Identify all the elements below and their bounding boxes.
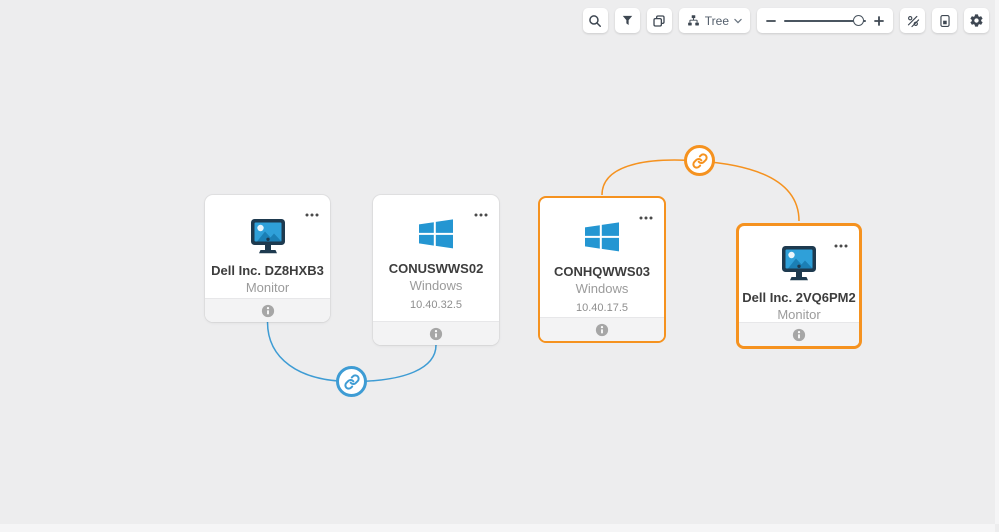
ellipsis-icon (834, 244, 848, 248)
link-badge-blue[interactable] (336, 366, 367, 397)
zoom-slider-knob[interactable] (853, 15, 864, 26)
device-title: Dell Inc. 2VQ6PM2 (742, 290, 856, 305)
zoom-slider-control (757, 8, 893, 33)
card-footer (739, 322, 859, 346)
minimap-button[interactable] (932, 8, 957, 33)
map-toolbar: Tree (582, 8, 989, 33)
device-card-dz8hxb3[interactable]: Dell Inc. DZ8HXB3 Monitor (205, 195, 330, 322)
device-title: Dell Inc. DZ8HXB3 (211, 263, 324, 278)
info-icon (261, 304, 274, 317)
card-body: CONUSWWS02 Windows 10.40.32.5 (373, 195, 499, 312)
zoom-slider-track[interactable] (784, 15, 866, 27)
monitor-icon (250, 219, 285, 254)
layout-dropdown[interactable]: Tree (678, 8, 750, 33)
percent-slash-icon (907, 15, 919, 27)
ellipsis-icon (639, 216, 653, 220)
more-options-icon[interactable] (831, 232, 851, 256)
card-footer (540, 317, 664, 341)
card-body: Dell Inc. 2VQ6PM2 Monitor (739, 226, 859, 323)
device-type: Windows (575, 281, 629, 296)
info-button[interactable] (427, 325, 445, 343)
link-icon (343, 373, 360, 390)
card-footer (205, 298, 330, 322)
zoom-in-icon[interactable] (874, 15, 884, 26)
monitor-icon (782, 246, 816, 281)
card-body: Dell Inc. DZ8HXB3 Monitor (205, 195, 330, 296)
link-badge-orange[interactable] (684, 145, 715, 176)
search-button[interactable] (582, 8, 608, 33)
overlap-view-button[interactable] (646, 8, 672, 33)
zoom-slider-line (784, 20, 866, 22)
minimap-icon (939, 14, 950, 27)
device-ip: 10.40.32.5 (410, 299, 462, 311)
filter-button[interactable] (614, 8, 640, 33)
layout-dropdown-value: Tree (704, 14, 729, 28)
settings-button[interactable] (964, 8, 989, 33)
info-button[interactable] (593, 321, 611, 339)
device-title: CONUSWWS02 (388, 261, 484, 276)
device-card-conhqwws03[interactable]: CONHQWWS03 Windows 10.40.17.5 (538, 196, 666, 343)
device-card-conuswws02[interactable]: CONUSWWS02 Windows 10.40.32.5 (373, 195, 499, 345)
overlap-windows-icon (653, 14, 665, 27)
info-icon (792, 328, 806, 341)
vertical-scrollbar[interactable] (995, 0, 999, 524)
info-button[interactable] (790, 326, 808, 344)
windows-icon (585, 222, 619, 252)
gear-icon (970, 14, 983, 27)
card-body: CONHQWWS03 Windows 10.40.17.5 (540, 198, 664, 315)
device-ip: 10.40.17.5 (576, 302, 628, 314)
device-type: Windows (409, 278, 463, 293)
card-footer (373, 321, 499, 345)
zoom-out-icon[interactable] (766, 16, 776, 26)
windows-icon (419, 219, 453, 249)
chevron-down-icon (734, 18, 742, 23)
sitemap-icon (687, 15, 699, 26)
more-options-icon[interactable] (471, 201, 491, 225)
ellipsis-icon (474, 213, 488, 217)
search-icon (589, 14, 602, 27)
info-icon (429, 327, 443, 340)
filter-icon (622, 15, 632, 25)
more-options-icon[interactable] (302, 201, 322, 225)
device-type: Monitor (245, 280, 290, 295)
info-icon (595, 323, 609, 336)
ellipsis-icon (305, 213, 319, 217)
device-type: Monitor (777, 307, 821, 322)
info-button[interactable] (259, 302, 277, 320)
link-icon (691, 152, 708, 169)
more-options-icon[interactable] (636, 204, 656, 228)
device-card-2vq6pm2[interactable]: Dell Inc. 2VQ6PM2 Monitor (736, 223, 862, 349)
device-title: CONHQWWS03 (553, 264, 651, 279)
horizontal-scrollbar[interactable] (0, 524, 995, 532)
hide-labels-button[interactable] (900, 8, 925, 33)
